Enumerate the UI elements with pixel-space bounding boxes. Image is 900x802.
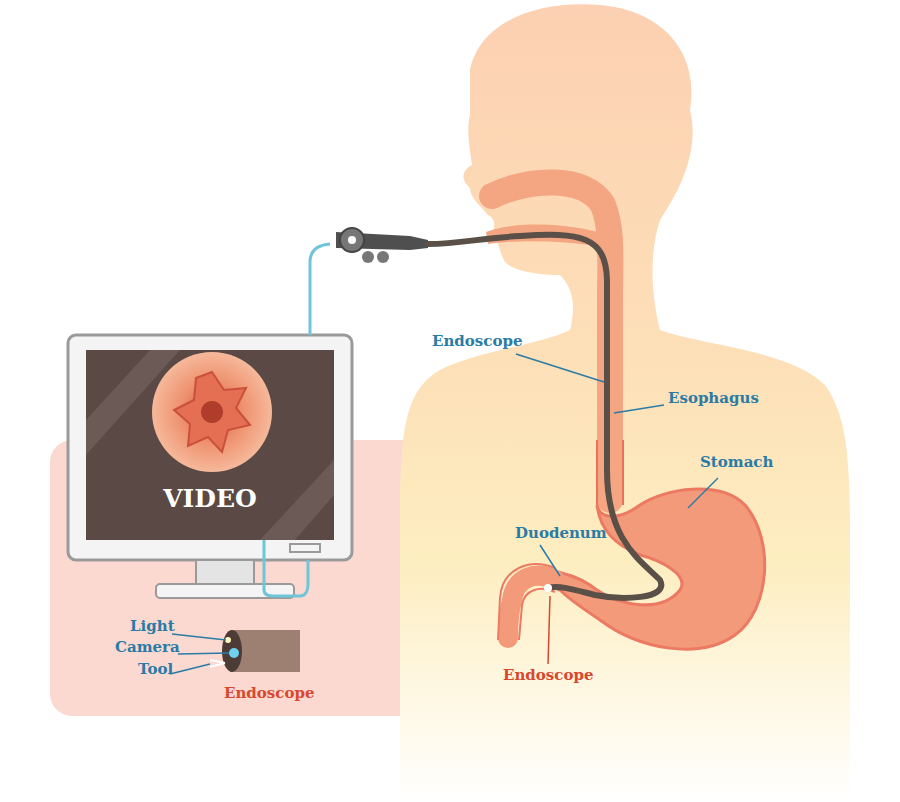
endoscope-tip bbox=[544, 584, 552, 592]
part-label: Duodenum bbox=[515, 525, 607, 542]
video-cable bbox=[310, 244, 330, 335]
tip-face bbox=[222, 630, 242, 672]
duodenum bbox=[508, 576, 555, 638]
stomach bbox=[548, 489, 765, 649]
part-label: Tool bbox=[138, 661, 173, 678]
part-label: Light bbox=[130, 618, 175, 635]
tool-symbol bbox=[210, 660, 225, 667]
camera-symbol bbox=[229, 648, 239, 658]
knob-center bbox=[348, 236, 356, 244]
screen-glare bbox=[86, 350, 334, 540]
monitor-screen bbox=[86, 350, 334, 540]
power-cable bbox=[264, 540, 308, 596]
monitor-screen-box: VIDEO bbox=[86, 478, 334, 518]
body-silhouette bbox=[400, 4, 850, 802]
button bbox=[377, 251, 389, 263]
video-view bbox=[152, 352, 272, 472]
monitor-button bbox=[290, 544, 320, 552]
control-knob bbox=[340, 228, 364, 252]
endoscope-tube bbox=[428, 235, 661, 598]
screen-title: VIDEO bbox=[163, 484, 257, 513]
part-label: Stomach bbox=[700, 454, 773, 471]
leader-lines bbox=[170, 354, 718, 674]
tissue-view bbox=[174, 372, 250, 452]
lumen-view bbox=[201, 401, 223, 423]
button bbox=[362, 251, 374, 263]
monitor-frame bbox=[68, 335, 352, 560]
duodenum-edge bbox=[498, 564, 555, 640]
part-label: Endoscope bbox=[503, 667, 593, 684]
part-label: Camera bbox=[115, 639, 180, 656]
part-label: Esophagus bbox=[668, 390, 759, 407]
part-label: Endoscope bbox=[432, 333, 522, 350]
part-label: Endoscope bbox=[224, 685, 314, 702]
monitor-stand bbox=[196, 560, 254, 584]
